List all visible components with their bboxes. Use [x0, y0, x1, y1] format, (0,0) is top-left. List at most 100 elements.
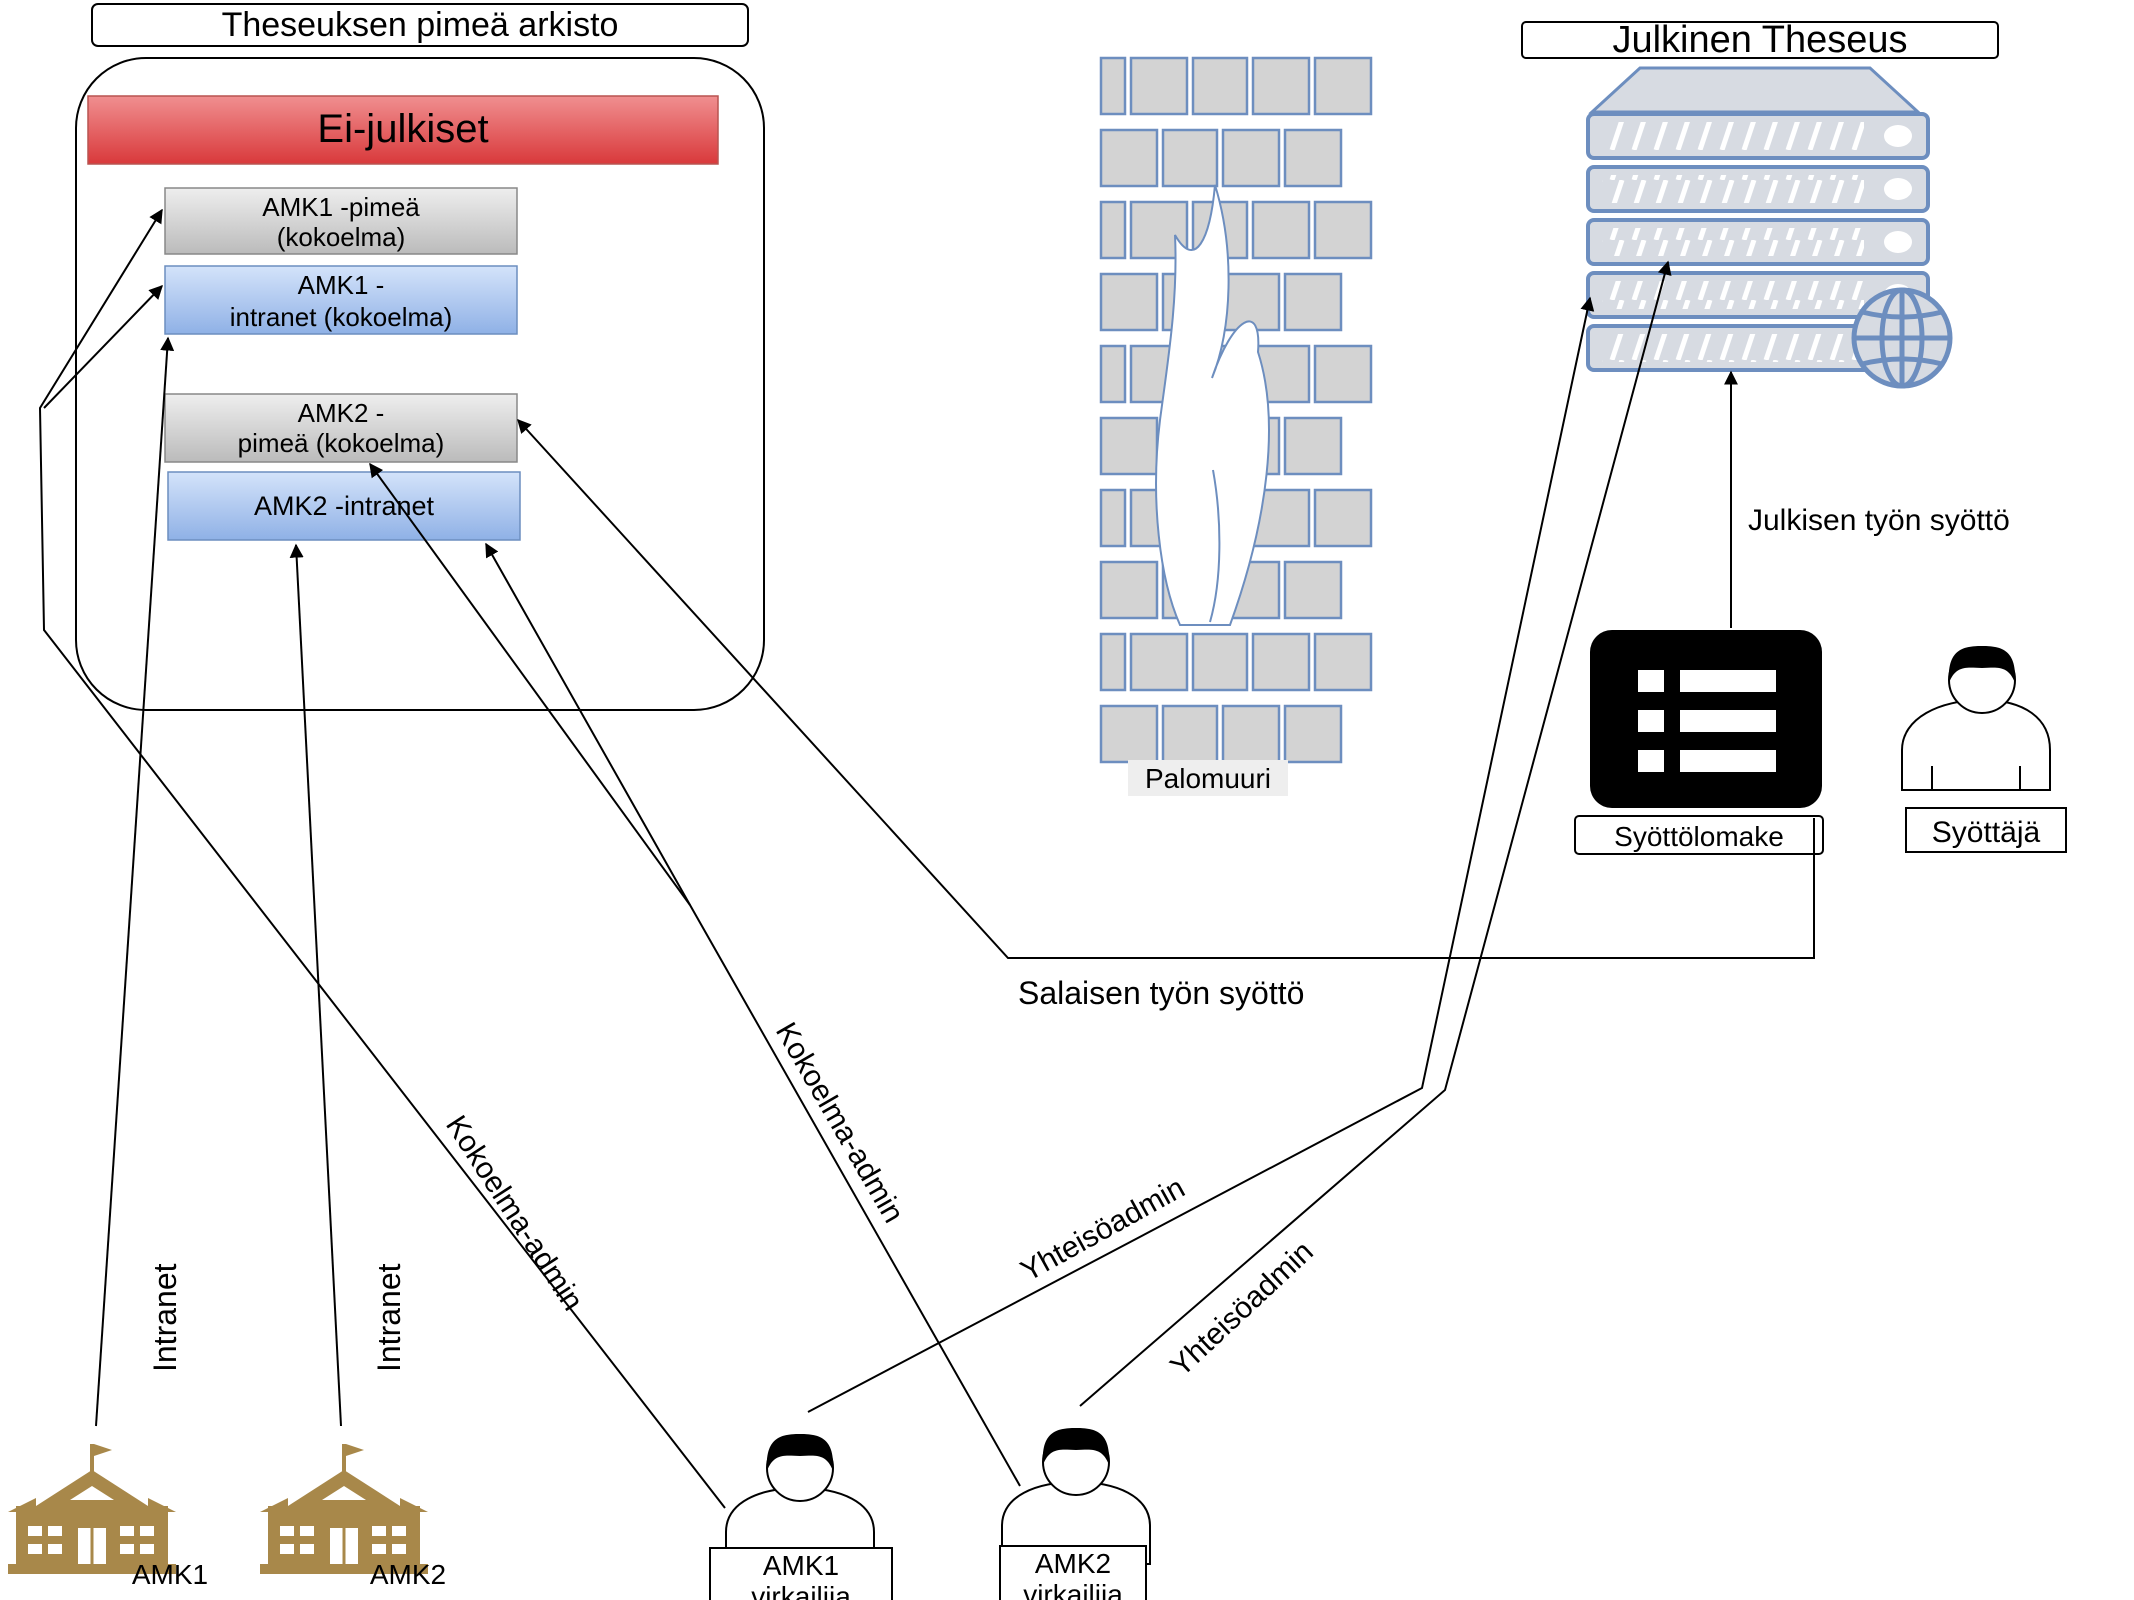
flag [94, 1444, 112, 1456]
amk2-school-label: AMK2 [370, 1559, 446, 1590]
server-icon [1586, 66, 1953, 389]
school-window [120, 1544, 134, 1554]
firewall-brick [1161, 128, 1219, 188]
public-title-box [1521, 21, 1999, 59]
ei-julkiset-label: Ei-julkiset [317, 107, 488, 151]
firewall-label: Palomuuri [1145, 763, 1271, 794]
school-window [140, 1544, 154, 1554]
amk2-school-icon [260, 1444, 428, 1574]
person-hair [766, 1434, 834, 1471]
amk2-dark-collection [164, 393, 518, 463]
amk2-officer-label-box [999, 1545, 1147, 1600]
firewall-brick [1251, 200, 1311, 260]
ei-julkiset-header [87, 95, 719, 165]
yhteisoadmin-label-1: Yhteisöadmin [1015, 1171, 1190, 1288]
server-unit-stripes [1602, 228, 1864, 256]
firewall-brick [1313, 488, 1373, 548]
flag [346, 1444, 364, 1456]
edge-amk1-intranet [95, 336, 175, 1427]
firewall-brick [1283, 560, 1343, 620]
public-input-label: Julkisen työn syöttö [1748, 504, 2010, 537]
school-window [140, 1526, 154, 1536]
school-window [120, 1526, 134, 1536]
school-base [8, 1564, 176, 1574]
firewall-brick [1251, 56, 1311, 116]
school-window [392, 1526, 406, 1536]
firewall-brick [1313, 632, 1373, 692]
firewall-brick [1313, 200, 1373, 260]
kokoelma-admin-label-1: Kokoelma-admin [439, 1110, 589, 1317]
amk1-officer-label-line1: AMK1 [763, 1550, 839, 1581]
firewall-brick [1099, 632, 1127, 692]
school-window [28, 1544, 42, 1554]
edge-kokoelma-admin-2-dark [369, 462, 691, 906]
school-window [372, 1544, 386, 1554]
roof-window [322, 1486, 366, 1500]
school-window [48, 1544, 62, 1554]
public-theseus: Julkinen Theseus Julkisen työn syöttö Sy… [1521, 19, 2067, 855]
school-window [372, 1526, 386, 1536]
amk1-school-icon [8, 1444, 176, 1574]
firewall-brick [1221, 704, 1281, 764]
school-window [28, 1526, 42, 1536]
firewall-brick [1283, 416, 1343, 476]
server-led [1884, 125, 1912, 147]
firewall-brick [1099, 704, 1159, 764]
firewall-flame [1155, 184, 1270, 627]
amk1-school-label: AMK1 [132, 1559, 208, 1590]
amk1-intranet-label-line2: intranet (kokoelma) [230, 302, 453, 332]
edge-secret-input [517, 418, 1815, 959]
firewall-brick [1313, 56, 1373, 116]
edge-yhteisoadmin-2 [1079, 260, 1672, 1407]
school-window [300, 1526, 314, 1536]
intranet-label-2: Intranet [371, 1263, 407, 1372]
amk1-officer-label-box [709, 1547, 893, 1600]
dark-archive: Theseuksen pimeä arkisto Ei-julkiset AMK… [75, 3, 765, 711]
amk2-intranet-label: AMK2 -intranet [254, 491, 435, 521]
firewall-brick [1161, 704, 1219, 764]
connections [38, 208, 1815, 1509]
amk2-dark-label-line1: AMK2 - [298, 398, 385, 428]
firewall-brick [1191, 56, 1249, 116]
firewall-brick [1283, 272, 1343, 332]
school-window [48, 1526, 62, 1536]
intranet-label-1: Intranet [147, 1263, 183, 1372]
form-icon [1590, 630, 1822, 808]
amk1-dark-label-line1: AMK1 -pimeä [262, 192, 420, 222]
firewall-brick [1129, 56, 1189, 116]
school-window [392, 1544, 406, 1554]
amk2-officer-person-icon [1001, 1428, 1151, 1565]
school-window [280, 1526, 294, 1536]
server-led [1884, 178, 1912, 200]
amk1-intranet-collection [164, 265, 518, 335]
firewall-brick [1099, 416, 1159, 476]
edge-kokoelma-admin-1-branch [38, 208, 726, 1509]
firewall-brick [1191, 632, 1249, 692]
form-label: Syöttölomake [1614, 821, 1784, 852]
dark-archive-title: Theseuksen pimeä arkisto [222, 6, 619, 44]
person-hair [1042, 1428, 1110, 1465]
dark-archive-title-box [91, 3, 749, 47]
amk1-dark-label-line2: (kokoelma) [277, 222, 406, 252]
kokoelma-admin-label-2: Kokoelma-admin [769, 1017, 910, 1228]
amk2-officer-label-line2: virkailija [1023, 1579, 1123, 1600]
form-label-box [1574, 815, 1824, 855]
amk1-intranet-label-line1: AMK1 - [298, 270, 385, 300]
firewall-label-bg [1128, 760, 1288, 796]
firewall-brick [1283, 704, 1343, 764]
secret-input-label: Salaisen työn syöttö [1018, 975, 1304, 1011]
firewall-brick [1313, 344, 1373, 404]
yhteisoadmin-label-2: Yhteisöadmin [1164, 1235, 1319, 1383]
amk2-dark-label-line2: pimeä (kokoelma) [238, 428, 445, 458]
school-base [260, 1564, 428, 1574]
server-unit-stripes [1602, 122, 1864, 150]
edge-yhteisoadmin-1 [807, 296, 1595, 1413]
school-window [280, 1544, 294, 1554]
edge-kokoelma-admin-2-intranet [485, 542, 1021, 1487]
submitter-label: Syöttäjä [1932, 816, 2041, 849]
firewall-brick [1099, 128, 1159, 188]
firewall-brick [1099, 488, 1127, 548]
server-led [1884, 231, 1912, 253]
submitter-label-box [1905, 807, 2067, 853]
